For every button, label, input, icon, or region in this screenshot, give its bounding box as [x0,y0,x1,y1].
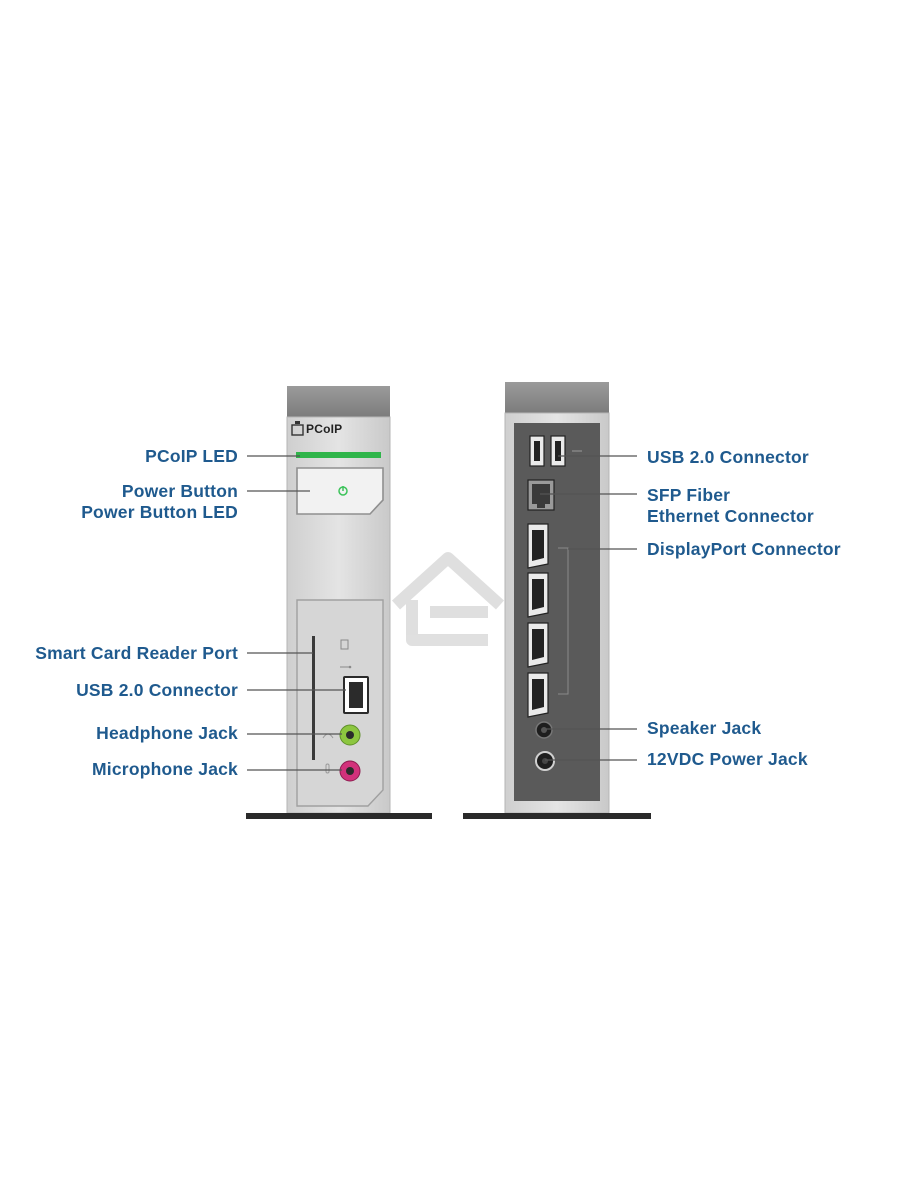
label-line: Ethernet Connector [647,506,814,526]
power-button[interactable] [296,467,384,515]
usb-icon-front [340,665,352,669]
label-power-button: Power Button Power Button LED [81,481,238,523]
front-stand [246,813,432,819]
label-line: DisplayPort Connector [647,539,841,559]
label-line: 12VDC Power Jack [647,749,808,769]
label-line: Headphone Jack [96,723,238,743]
label-line: SFP Fiber [647,485,731,505]
label-smart-card-reader-port: Smart Card Reader Port [35,643,238,664]
label-usb-connector-front: USB 2.0 Connector [76,680,238,701]
label-line: USB 2.0 Connector [76,680,238,700]
rear-unit [463,382,651,819]
label-pcoip-led: PCoIP LED [145,446,238,467]
label-line: Power Button LED [81,502,238,522]
label-power-jack-12vdc: 12VDC Power Jack [647,749,808,770]
sfp-ethernet-port[interactable] [527,479,555,511]
label-line: USB 2.0 Connector [647,447,809,467]
speaker-jack[interactable] [535,721,553,739]
label-microphone-jack: Microphone Jack [92,759,238,780]
displayport-1[interactable] [527,523,549,569]
smart-card-icon [340,639,349,650]
label-sfp-fiber-ethernet: SFP Fiber Ethernet Connector [647,485,814,527]
label-line: Smart Card Reader Port [35,643,238,663]
label-line: PCoIP LED [145,446,238,466]
displayport-3[interactable] [527,622,549,668]
front-unit [246,386,432,819]
pcoip-logo-text: PCoIP [306,422,343,436]
label-displayport-connector: DisplayPort Connector [647,539,841,560]
displayport-4[interactable] [527,672,549,718]
label-usb-connector-rear: USB 2.0 Connector [647,447,809,468]
label-speaker-jack: Speaker Jack [647,718,761,739]
usb-port-rear-2[interactable] [550,435,566,467]
front-top-cap [287,386,390,418]
label-headphone-jack: Headphone Jack [96,723,238,744]
usb-port-rear-1[interactable] [529,435,545,467]
displayport-bracket [558,547,569,695]
microphone-jack[interactable] [339,760,361,782]
rear-panel [514,423,600,801]
headphone-jack[interactable] [339,724,361,746]
rear-top-cap [505,382,609,414]
callout-lines [247,455,637,771]
displayport-2[interactable] [527,572,549,618]
label-line: Speaker Jack [647,718,762,738]
microphone-icon [325,763,330,774]
label-line: Power Button [121,481,238,501]
front-io-panel [296,599,384,807]
power-icon [338,486,348,496]
smart-card-slot[interactable] [312,636,315,760]
house-watermark-icon [391,552,505,646]
pcoip-logo-icon [291,421,304,436]
pcoip-led-strip [296,452,381,458]
power-jack[interactable] [535,751,555,771]
label-line: Microphone Jack [92,759,238,779]
rear-stand [463,813,651,819]
